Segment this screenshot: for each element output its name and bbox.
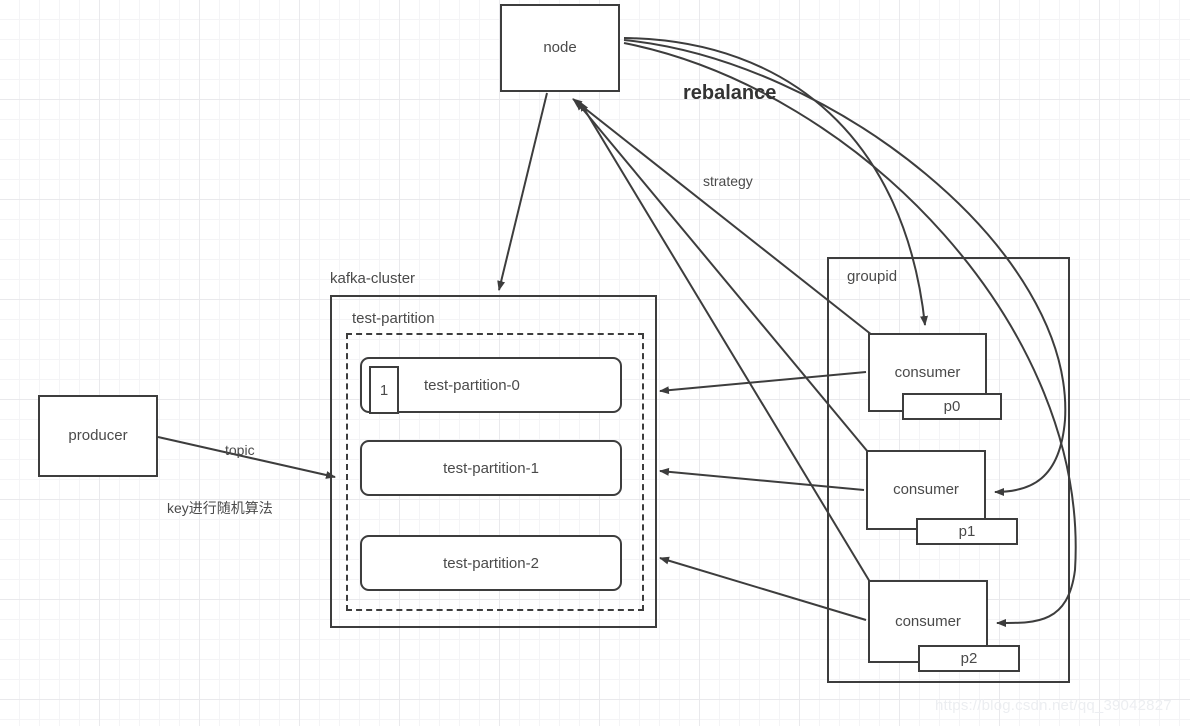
edge-node-to-cluster: [497, 92, 548, 291]
watermark: https://blog.csdn.net/qq_39042827: [935, 697, 1172, 714]
kafka-cluster-box: [330, 295, 657, 628]
groupid-box: [827, 257, 1070, 683]
consumer-2-label: consumer: [895, 612, 961, 630]
test-partition-group-label: test-partition: [352, 310, 435, 327]
strategy-label: strategy: [703, 173, 753, 189]
consumer-0-partition-box[interactable]: p0: [902, 393, 1002, 420]
node-box[interactable]: node: [500, 4, 620, 92]
groupid-label: groupid: [847, 268, 898, 285]
consumer-1-label: consumer: [893, 481, 959, 498]
consumer-0-label: consumer: [894, 363, 961, 381]
consumer-1-partition-label: p1: [958, 522, 976, 540]
partition-0-badge: 1: [369, 366, 399, 414]
partition-1-label: test-partition-1: [443, 459, 539, 477]
partition-row-2[interactable]: test-partition-2: [360, 535, 622, 591]
consumer-2-partition-box[interactable]: p2: [918, 645, 1020, 672]
key-algorithm-label: key进行随机算法: [167, 500, 273, 516]
rebalance-label: rebalance: [683, 82, 777, 104]
topic-label: topic: [225, 442, 255, 458]
consumer-box-1[interactable]: consumer: [866, 450, 986, 530]
partition-row-1[interactable]: test-partition-1: [360, 440, 622, 496]
partition-0-label: test-partition-0: [424, 376, 520, 394]
kafka-cluster-label: kafka-cluster: [330, 270, 416, 287]
producer-label: producer: [68, 427, 128, 444]
consumer-2-partition-label: p2: [960, 649, 978, 667]
partition-row-0[interactable]: 1 test-partition-0: [360, 357, 622, 414]
partition-2-label: test-partition-2: [443, 554, 539, 572]
consumer-0-partition-label: p0: [943, 397, 961, 415]
node-label: node: [543, 39, 577, 56]
test-partition-group-box: [346, 333, 644, 611]
consumer-1-partition-box[interactable]: p1: [916, 518, 1018, 545]
producer-box[interactable]: producer: [38, 395, 158, 477]
